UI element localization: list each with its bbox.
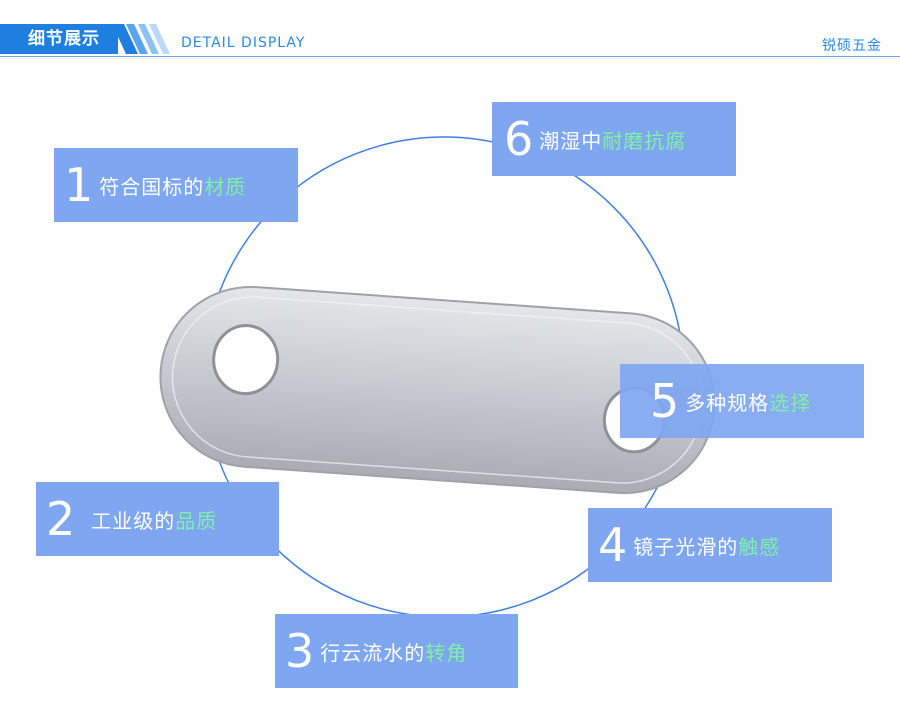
feature-highlight: 品质 xyxy=(175,508,218,533)
feature-highlight: 转角 xyxy=(425,640,468,665)
feature-text: 工业级的 xyxy=(91,508,176,533)
feature-text: 潮湿中 xyxy=(539,128,603,153)
feature-number: 3 xyxy=(285,624,315,678)
section-tab-label: 细节展示 xyxy=(0,24,118,54)
header-divider xyxy=(0,56,900,57)
feature-number: 4 xyxy=(598,518,628,572)
feature-text: 行云流水的 xyxy=(320,640,426,665)
feature-text: 镜子光滑的 xyxy=(633,534,739,559)
header-stripes-decoration xyxy=(112,24,170,54)
feature-number: 6 xyxy=(504,112,534,166)
feature-highlight: 触感 xyxy=(738,534,781,559)
section-header: 细节展示 DETAIL DISPLAY 锐硕五金 xyxy=(0,0,900,60)
feature-card-3: 3 行云流水的转角 xyxy=(275,614,518,688)
feature-highlight: 材质 xyxy=(204,174,247,199)
feature-card-2: 2 工业级的品质 xyxy=(36,482,279,556)
feature-number: 1 xyxy=(64,158,94,212)
feature-number: 5 xyxy=(650,374,680,428)
feature-card-6: 6 潮湿中耐磨抗腐 xyxy=(492,102,736,176)
feature-highlight: 耐磨抗腐 xyxy=(602,128,687,153)
feature-text: 符合国标的 xyxy=(99,174,205,199)
feature-card-4: 4 镜子光滑的触感 xyxy=(588,508,832,582)
plate-hole-left xyxy=(212,324,280,396)
brand-name: 锐硕五金 xyxy=(822,38,882,54)
feature-card-1: 1 符合国标的材质 xyxy=(54,148,298,222)
section-subtitle: DETAIL DISPLAY xyxy=(181,35,306,51)
feature-text: 多种规格 xyxy=(685,390,770,415)
feature-highlight: 选择 xyxy=(769,390,812,415)
feature-card-5: 5 多种规格选择 xyxy=(620,364,864,438)
feature-number: 2 xyxy=(46,492,76,546)
